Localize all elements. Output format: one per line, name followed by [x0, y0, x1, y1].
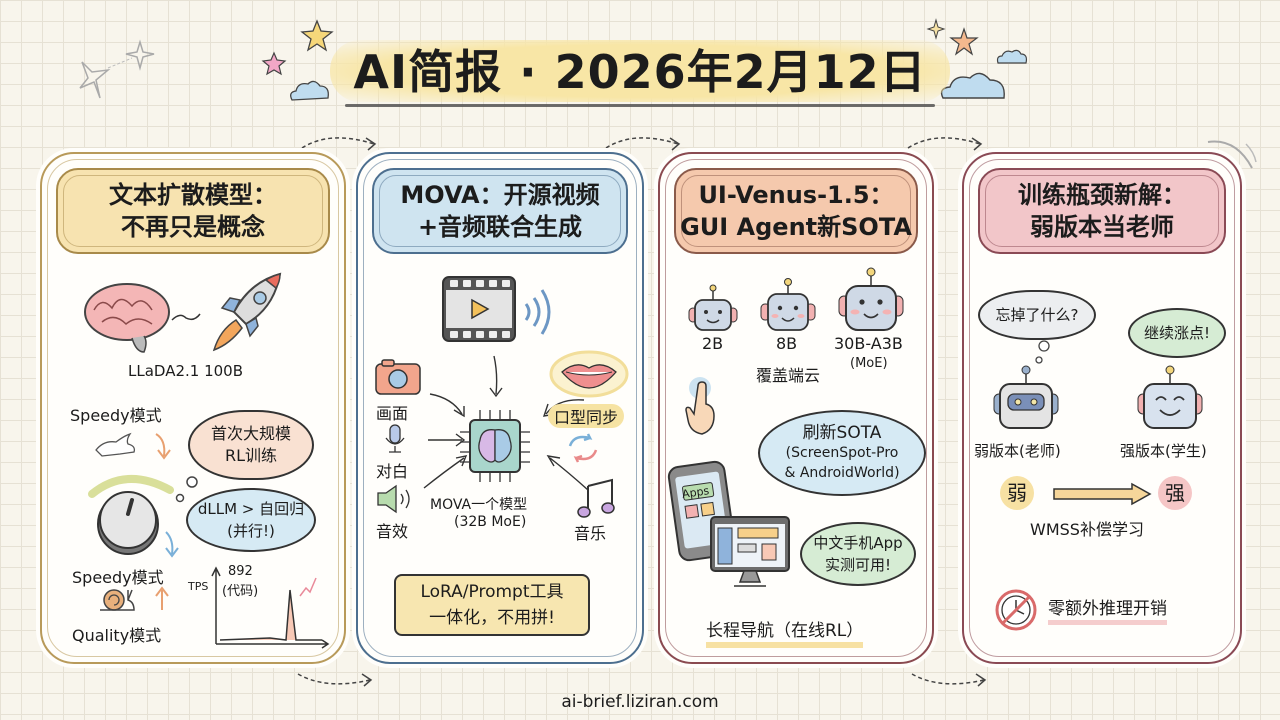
rocket-icon	[212, 272, 282, 352]
robot-student-icon	[1137, 365, 1203, 429]
chinese-app-bubble: 中文手机App 实测可用!	[800, 522, 916, 586]
arrow-up-icon	[155, 586, 169, 610]
chip-brain-icon	[460, 410, 530, 482]
panel-header: MOVA：开源视频 +音频联合生成	[372, 168, 628, 254]
pink-star-icon	[261, 51, 287, 76]
speaker-icon	[377, 484, 410, 514]
music-label: 音乐	[574, 524, 607, 543]
size-label-8b: 8B	[776, 334, 798, 353]
student-label: 强版本(学生)	[1120, 442, 1207, 460]
size-label-30b: 30B-A3B	[834, 334, 903, 353]
moe-label: (MoE)	[850, 356, 888, 371]
weak-badge: 弱	[1000, 476, 1034, 510]
lip-sync-label: 口型同步	[548, 404, 625, 428]
sota-speech-bubble: 刷新SOTA (ScreenSpot-Pro & AndroidWorld)	[758, 410, 926, 496]
arrow-icon	[911, 673, 987, 687]
panel-title-line2: GUI Agent新SOTA	[680, 213, 912, 241]
camera-icon	[375, 359, 421, 395]
sound-waves-icon	[524, 289, 551, 335]
coverage-label: 覆盖端云	[756, 366, 821, 385]
no-clock-icon	[995, 589, 1037, 631]
thought-dots	[1035, 340, 1050, 364]
snail-icon	[100, 589, 135, 611]
input-sfx-label: 音效	[376, 522, 409, 541]
tps-chart-icon	[211, 566, 330, 649]
cloud-icon	[290, 80, 329, 101]
arrow-icon	[907, 137, 983, 151]
model-label: LLaDA2.1 100B	[128, 362, 243, 380]
model-size-label: (32B MoE)	[454, 514, 527, 530]
title-banner: AI简报 · 2026年2月12日	[330, 36, 950, 108]
speech-bubble: 继续涨点!	[1128, 308, 1226, 358]
panel-title-line2: 不再只是概念	[121, 213, 265, 241]
tap-finger-icon	[685, 377, 715, 435]
panel-mova: MOVA：开源视频 +音频联合生成 画面 对白 音效	[356, 152, 644, 664]
method-label: WMSS补偿学习	[1030, 520, 1144, 539]
panel-title-line1: 文本扩散模型：	[109, 181, 277, 209]
dial-knob-icon	[88, 475, 174, 555]
panel-weak-teacher: 训练瓶颈新解： 弱版本当老师 忘掉了什么? 继续涨点! 弱版本(老师) 强版本(…	[962, 152, 1242, 664]
footer-url: ai-brief.liziran.com	[561, 692, 719, 712]
chart-axis-label: TPS	[188, 580, 209, 593]
sync-arrows-icon	[568, 433, 598, 463]
speedy-mode-label: Speedy模式	[70, 406, 162, 425]
panel-header: 文本扩散模型： 不再只是概念	[56, 168, 330, 254]
music-note-icon	[577, 478, 615, 518]
lips-icon	[549, 350, 629, 398]
dllm-speech-bubble: dLLM > 自回归 (并行!)	[186, 488, 316, 552]
long-nav-label: 长程导航（在线RL）	[706, 620, 864, 648]
input-dialog-label: 对白	[376, 462, 409, 481]
input-arrows	[423, 355, 589, 491]
model-name-label: MOVA一个模型	[430, 497, 528, 513]
connector-line	[171, 313, 201, 321]
panel-text-diffusion: 文本扩散模型： 不再只是概念 LLaDA2.1 100B Speedy模式 Sp…	[40, 152, 346, 664]
title-underline	[345, 104, 935, 107]
sketch-star-icon	[79, 39, 155, 99]
thought-dots	[175, 476, 198, 503]
yellow-star-icon	[300, 19, 334, 52]
rl-training-cloud: 首次大规模 RL训练	[188, 410, 314, 480]
arrow-down-icon	[165, 531, 179, 558]
sparkle-icon	[926, 18, 946, 40]
film-play-icon	[442, 276, 516, 342]
brain-icon	[84, 283, 170, 353]
arrow-icon	[301, 137, 377, 151]
robot-large-icon	[838, 267, 904, 331]
panel-header: 训练瓶颈新解： 弱版本当老师	[978, 168, 1226, 254]
size-label-2b: 2B	[702, 334, 724, 353]
chart-value: 892	[228, 564, 253, 579]
arrow-down-icon	[155, 433, 171, 460]
panel-title-line1: MOVA：开源视频	[400, 181, 600, 209]
arrow-icon	[297, 673, 373, 687]
microphone-icon	[385, 424, 405, 453]
input-visual-label: 画面	[376, 404, 409, 423]
panel-ui-venus: UI-Venus-1.5： GUI Agent新SOTA 2B 8B 30B-A…	[658, 152, 934, 664]
panel-title-line1: 训练瓶颈新解：	[1018, 181, 1186, 209]
swoosh-lines-icon	[1207, 140, 1257, 169]
small-cloud-icon	[996, 49, 1028, 64]
page-title: AI简报 · 2026年2月12日	[353, 45, 927, 99]
teacher-label: 弱版本(老师)	[974, 442, 1061, 460]
panel-title-line2: 弱版本当老师	[1030, 213, 1174, 241]
tools-note-box: LoRA/Prompt工具 一体化，不用拼!	[394, 574, 590, 636]
panel-header: UI-Venus-1.5： GUI Agent新SOTA	[674, 168, 918, 254]
title-highlight	[330, 40, 950, 102]
panel-title-line1: UI-Venus-1.5：	[698, 181, 894, 209]
large-cloud-icon	[940, 72, 1005, 99]
rabbit-icon	[95, 432, 136, 457]
robot-medium-icon	[760, 278, 816, 331]
arrow-icon	[605, 137, 681, 151]
thought-cloud: 忘掉了什么?	[978, 290, 1096, 340]
quality-mode-label: Quality模式	[72, 626, 162, 645]
chart-note: (代码)	[222, 584, 259, 599]
panel-title-line2: +音频联合生成	[417, 213, 583, 241]
arrow-right-icon	[1053, 482, 1152, 506]
orange-star-icon	[949, 27, 979, 56]
robot-small-icon	[688, 284, 738, 331]
monitor-icon	[710, 516, 790, 587]
speedy-mode-label-2: Speedy模式	[72, 568, 164, 587]
strong-badge: 强	[1158, 476, 1192, 510]
robot-teacher-icon	[993, 365, 1059, 429]
zero-overhead-label: 零额外推理开销	[1048, 598, 1167, 625]
